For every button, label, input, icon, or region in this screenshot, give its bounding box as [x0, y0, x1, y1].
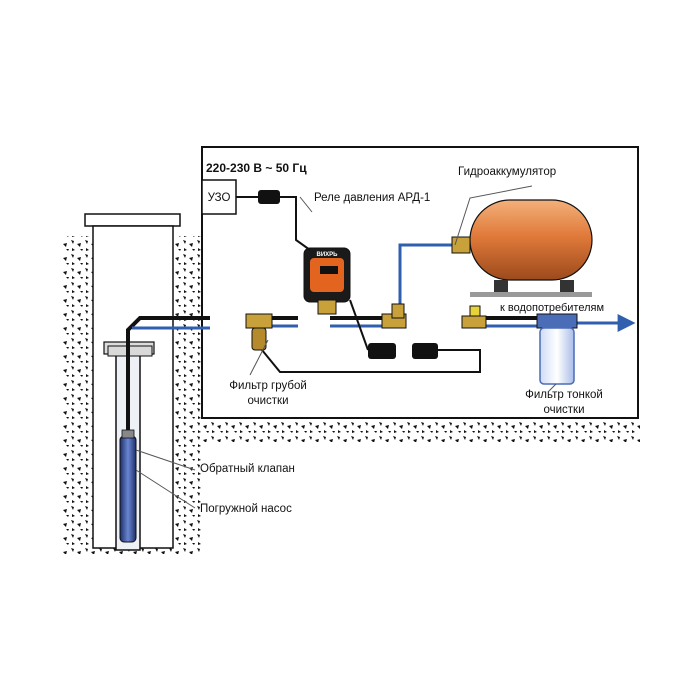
ball-valve [461, 305, 487, 329]
plugs [258, 190, 438, 359]
relay-brand: ВИХРЬ [317, 252, 339, 258]
rcd-box: УЗО [201, 179, 237, 215]
fine-filter [536, 313, 578, 385]
submersible-pump [119, 429, 137, 543]
pump-label: Погружной насос [200, 503, 292, 515]
coarse-filter [245, 313, 273, 351]
pressure-relay: ВИХРЬ [303, 247, 351, 315]
tee-fittings [381, 303, 407, 329]
accumulator-label: Гидроаккумулятор [458, 166, 556, 178]
coarse-filter-label-line2: очистки [247, 395, 288, 407]
fine-filter-label-line2: очистки [543, 404, 584, 416]
rcd-label: УЗО [208, 192, 231, 204]
power-label: 220-230 В ~ 50 Гц [206, 161, 307, 175]
consumers-label: к водопотребителям [500, 302, 604, 314]
fine-filter-label-line1: Фильтр тонкой [525, 389, 603, 401]
leader-lines [135, 185, 557, 509]
power-cords [236, 196, 481, 373]
check-valve-label: Обратный клапан [200, 463, 295, 475]
relay-label: Реле давления АРД-1 [314, 192, 430, 204]
coarse-filter-label-line1: Фильтр грубой [229, 380, 307, 392]
